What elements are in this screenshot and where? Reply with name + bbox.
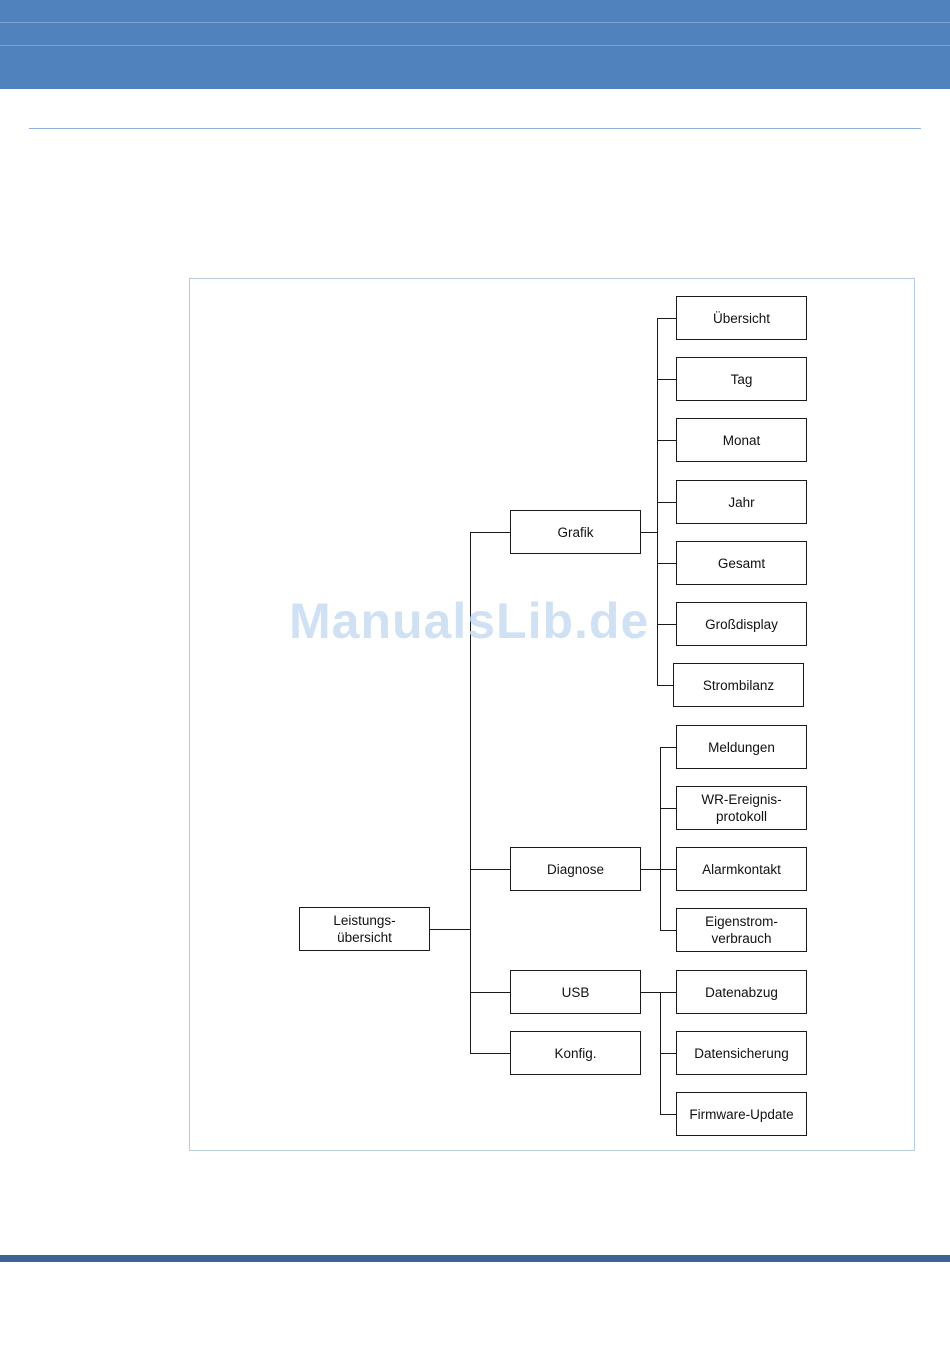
node-datenabzug: Datenabzug xyxy=(676,970,807,1014)
edge-grafik-to-spine xyxy=(641,532,657,533)
node-grafik: Grafik xyxy=(510,510,641,554)
node-alarmkontakt: Alarmkontakt xyxy=(676,847,807,891)
node-uebersicht: Übersicht xyxy=(676,296,807,340)
edge-spine-to-strombilanz xyxy=(657,685,673,686)
edge-spine-to-meldungen xyxy=(660,747,676,748)
node-gesamt: Gesamt xyxy=(676,541,807,585)
node-firmware-update: Firmware-Update xyxy=(676,1092,807,1136)
edge-trunk-to-usb xyxy=(470,992,510,993)
edge-spine-to-datensicherung xyxy=(660,1053,676,1054)
edge-spine-to-alarmkontakt xyxy=(660,869,676,870)
edge-spine-to-monat xyxy=(657,440,676,441)
edge-trunk-to-diagnose xyxy=(470,869,510,870)
edge-spine-to-tag xyxy=(657,379,676,380)
footer-bar xyxy=(0,1255,950,1262)
node-datensicherung: Datensicherung xyxy=(676,1031,807,1075)
edge-spine-to-datenabzug xyxy=(660,992,676,993)
edge-usb-to-spine xyxy=(641,992,660,993)
edge-spine-to-firmware-update xyxy=(660,1114,676,1115)
watermark: ManualsLib.de xyxy=(289,592,649,650)
node-usb: USB xyxy=(510,970,641,1014)
edge-root-to-trunk xyxy=(430,929,470,930)
diagram-frame xyxy=(189,278,915,1151)
node-eigenstrom-verbrauch: Eigenstrom- verbrauch xyxy=(676,908,807,952)
edge-spine-to-uebersicht xyxy=(657,318,676,319)
header-divider-bottom xyxy=(0,45,950,46)
page-rule xyxy=(29,128,921,129)
node-grossdisplay: Großdisplay xyxy=(676,602,807,646)
node-leistungsuebersicht: Leistungs- übersicht xyxy=(299,907,430,951)
node-strombilanz: Strombilanz xyxy=(673,663,804,707)
edge-spine-to-jahr xyxy=(657,502,676,503)
edge-spine-to-gesamt xyxy=(657,563,676,564)
edge-spine-to-wr-ereignis-protokoll xyxy=(660,808,676,809)
edge-trunk-to-konfig xyxy=(470,1053,510,1054)
node-monat: Monat xyxy=(676,418,807,462)
edge-diagnose-to-spine xyxy=(641,869,660,870)
edge-trunk-to-grafik xyxy=(470,532,510,533)
node-tag: Tag xyxy=(676,357,807,401)
edge-spine-to-eigenstrom-verbrauch xyxy=(660,930,676,931)
node-konfig: Konfig. xyxy=(510,1031,641,1075)
node-wr-ereignis-protokoll: WR-Ereignis- protokoll xyxy=(676,786,807,830)
edge-diagnose-spine xyxy=(660,747,661,931)
node-jahr: Jahr xyxy=(676,480,807,524)
node-diagnose: Diagnose xyxy=(510,847,641,891)
node-meldungen: Meldungen xyxy=(676,725,807,769)
header-divider-top xyxy=(0,22,950,23)
edge-spine-to-grossdisplay xyxy=(657,624,676,625)
